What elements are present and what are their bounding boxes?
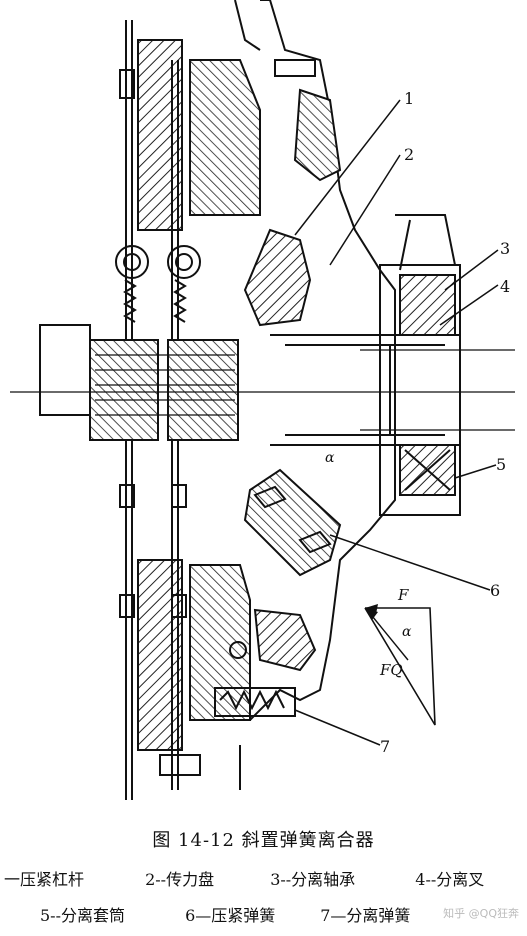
legend-item-1: 一压紧杠杆 — [4, 870, 85, 889]
pressure-plate-lower — [189, 564, 251, 721]
pressure-plate-upper — [189, 59, 261, 216]
legend-item-6: 6—压紧弹簧 — [185, 906, 276, 925]
housing-outline — [249, 0, 396, 721]
spring-upper-right — [173, 279, 187, 323]
force-label-alpha: α — [402, 624, 412, 640]
legend-item-3: 3--分离轴承 — [270, 870, 356, 889]
callout-1: 1 — [404, 89, 414, 108]
lower-gear-block — [253, 608, 317, 672]
leader-2 — [329, 154, 401, 266]
spring-upper-left — [123, 279, 137, 323]
release-sleeve — [270, 334, 461, 446]
callout-2: 2 — [404, 145, 414, 164]
leader-6 — [329, 534, 491, 591]
leader-7 — [294, 709, 381, 746]
callout-7: 7 — [380, 737, 390, 756]
leader-4 — [439, 284, 499, 326]
release-fork — [395, 214, 456, 271]
legend-item-2: 2--传力盘 — [145, 870, 215, 889]
leader-5 — [454, 464, 497, 479]
roller-right — [167, 245, 201, 279]
legend-item-4: 4--分离叉 — [415, 870, 485, 889]
release-bearing — [399, 274, 456, 336]
leader-3 — [444, 249, 499, 291]
callout-5: 5 — [496, 455, 506, 474]
roller-left — [115, 245, 149, 279]
flywheel-lower — [137, 559, 183, 751]
force-triangle — [364, 607, 436, 726]
watermark: 知乎 @QQ狂奔 — [443, 905, 519, 921]
flywheel-upper — [137, 39, 183, 231]
clutch-drawing: 1 2 3 4 5 6 7 F FQ α α — [10, 0, 515, 800]
legend-item-5: 5--分离套筒 — [40, 906, 125, 925]
inclined-spring-housing — [243, 468, 342, 577]
watermark-text: 知乎 @QQ狂奔 — [443, 907, 519, 920]
callout-4: 4 — [500, 277, 510, 296]
leader-1 — [294, 99, 401, 236]
legend-item-7: 7—分离弹簧 — [320, 906, 411, 925]
release-spring — [214, 687, 296, 717]
callout-3: 3 — [500, 239, 510, 258]
release-lever-housing — [243, 228, 312, 327]
legend-line-2: 5--分离套筒 6—压紧弹簧 7—分离弹簧 — [0, 902, 527, 926]
drawing-label-alpha: α — [325, 450, 335, 466]
force-label-fq: FQ — [379, 661, 403, 679]
input-shaft-hub — [89, 339, 159, 441]
callout-6: 6 — [490, 581, 500, 600]
legend-line-1: 一压紧杠杆 2--传力盘 3--分离轴承 4--分离叉 — [0, 866, 527, 890]
figure-caption: 图 14-12 斜置弹簧离合器 — [152, 830, 375, 851]
force-label-f: F — [397, 586, 409, 604]
